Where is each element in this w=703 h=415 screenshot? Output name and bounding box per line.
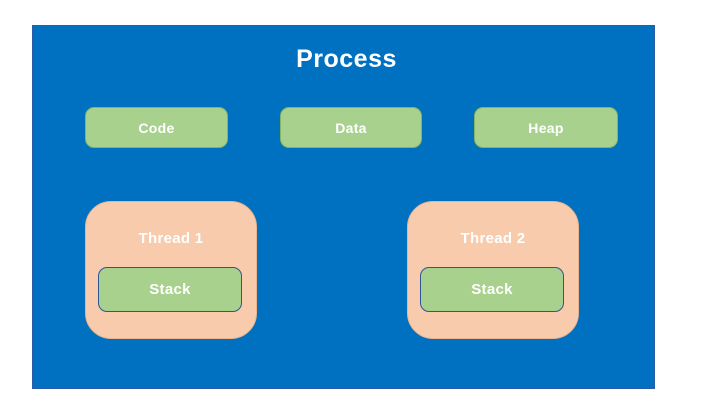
stack-2-label: Stack — [471, 281, 513, 298]
thread-1-label: Thread 1 — [138, 230, 204, 247]
process-title: Process — [296, 45, 397, 73]
thread-box-1: Thread 1 Stack — [85, 201, 257, 339]
segment-box-code: Code — [85, 107, 228, 148]
segment-label-data: Data — [335, 119, 367, 136]
segment-label-code: Code — [138, 119, 175, 136]
process-box: Process Code Data Heap Thread 1 Stack Th… — [32, 25, 655, 389]
thread-box-2: Thread 2 Stack — [407, 201, 579, 339]
segment-box-heap: Heap — [474, 107, 618, 148]
segment-label-heap: Heap — [528, 119, 564, 136]
stack-box-2: Stack — [420, 267, 564, 312]
stack-1-label: Stack — [149, 281, 191, 298]
stack-box-1: Stack — [98, 267, 242, 312]
thread-2-label: Thread 2 — [460, 230, 526, 247]
segment-box-data: Data — [280, 107, 422, 148]
